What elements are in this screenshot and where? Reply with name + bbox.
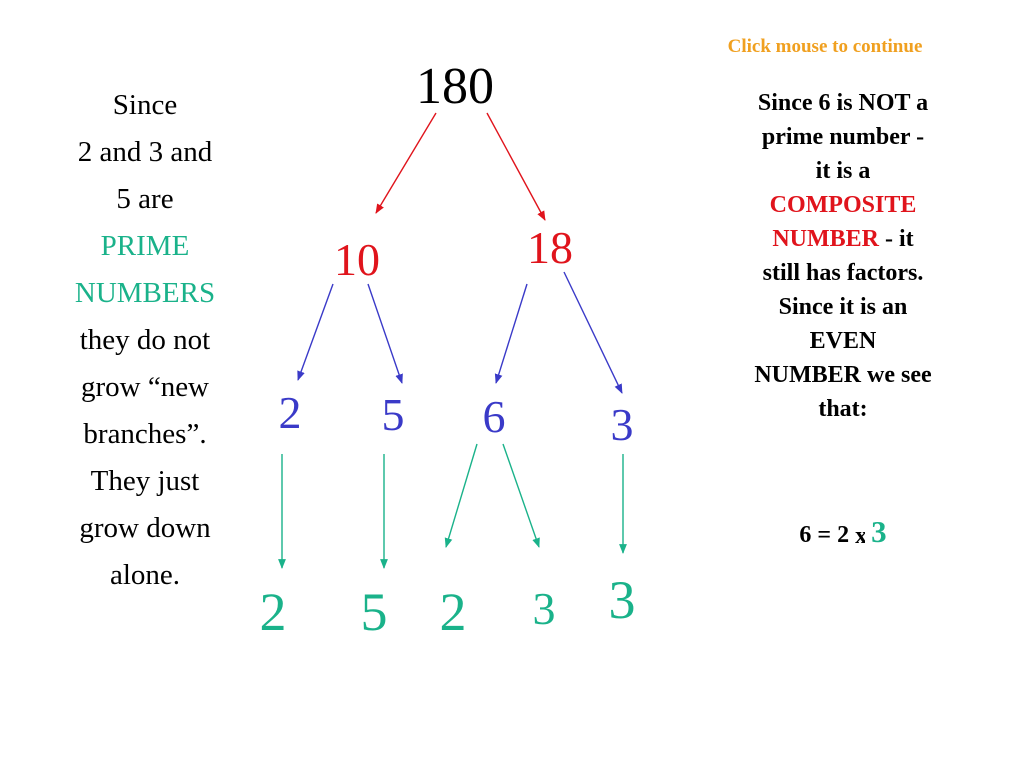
tree-node-n5a: 5 xyxy=(382,389,405,440)
right-line-2: prime number - xyxy=(761,124,925,150)
branch-n10-to-n5a xyxy=(367,283,403,384)
tree-node-n180: 180 xyxy=(416,58,494,115)
branch-n180-to-n10 xyxy=(375,112,437,214)
left-line-4: they do not xyxy=(79,324,211,356)
factor-equation: 6 = 2 x 3 xyxy=(712,514,974,550)
tree-node-n2a: 2 xyxy=(279,387,302,438)
composite-explanation-text: Since 6 is NOT a prime number - it is a … xyxy=(712,86,974,426)
branch-n18-to-n6 xyxy=(494,283,528,384)
right-line-3: it is a xyxy=(815,158,871,184)
tree-node-n3a: 3 xyxy=(611,399,634,450)
branch-n6-to-n2c xyxy=(444,443,478,548)
left-line-3: 5 are xyxy=(116,183,174,215)
right-line-4-suffix: - it xyxy=(879,226,914,252)
tree-node-n5b: 5 xyxy=(361,582,388,642)
equation-rhs: 3 xyxy=(871,514,887,549)
equation-operator: x xyxy=(855,523,866,549)
left-line-2: 2 and 3 and xyxy=(77,136,213,168)
right-number-word: NUMBER xyxy=(772,226,879,252)
right-composite-word: COMPOSITE xyxy=(769,192,917,218)
branch-n10-to-n2a xyxy=(297,283,334,381)
left-line-6: branches”. xyxy=(83,418,207,450)
right-line-9: that: xyxy=(818,396,868,422)
right-line-4: NUMBER - it xyxy=(712,222,974,256)
tree-node-n2b: 2 xyxy=(260,582,287,642)
tree-node-n2c: 2 xyxy=(440,582,467,642)
click-to-continue-hint[interactable]: Click mouse to continue xyxy=(727,36,923,57)
left-numbers-word: NUMBERS xyxy=(74,277,216,309)
right-line-1: Since 6 is NOT a xyxy=(757,90,929,116)
left-line-1: Since xyxy=(112,89,178,121)
right-line-8: NUMBER we see xyxy=(754,362,932,388)
prime-explanation-text: Since 2 and 3 and 5 are PRIME NUMBERS th… xyxy=(40,82,250,599)
left-line-9: alone. xyxy=(109,559,181,591)
left-line-8: grow down xyxy=(79,512,211,544)
branch-n6-to-n3b xyxy=(502,443,540,548)
tree-node-n3c: 3 xyxy=(609,570,636,630)
left-prime-word: PRIME xyxy=(100,230,190,262)
factor-tree-branches xyxy=(278,112,627,569)
branch-n18-to-n3a xyxy=(563,271,623,394)
right-line-7: EVEN xyxy=(809,328,877,354)
branch-n180-to-n18 xyxy=(486,112,546,221)
tree-node-n10: 10 xyxy=(334,234,380,285)
tree-node-n3b: 3 xyxy=(533,583,556,634)
tree-node-n6: 6 xyxy=(483,391,506,442)
tree-node-n18: 18 xyxy=(527,222,573,273)
right-line-5: still has factors. xyxy=(762,260,924,286)
left-line-7: They just xyxy=(90,465,200,497)
equation-lhs: 6 = 2 xyxy=(799,522,850,548)
right-line-6: Since it is an xyxy=(778,294,908,320)
left-line-5: grow “new xyxy=(80,371,210,403)
